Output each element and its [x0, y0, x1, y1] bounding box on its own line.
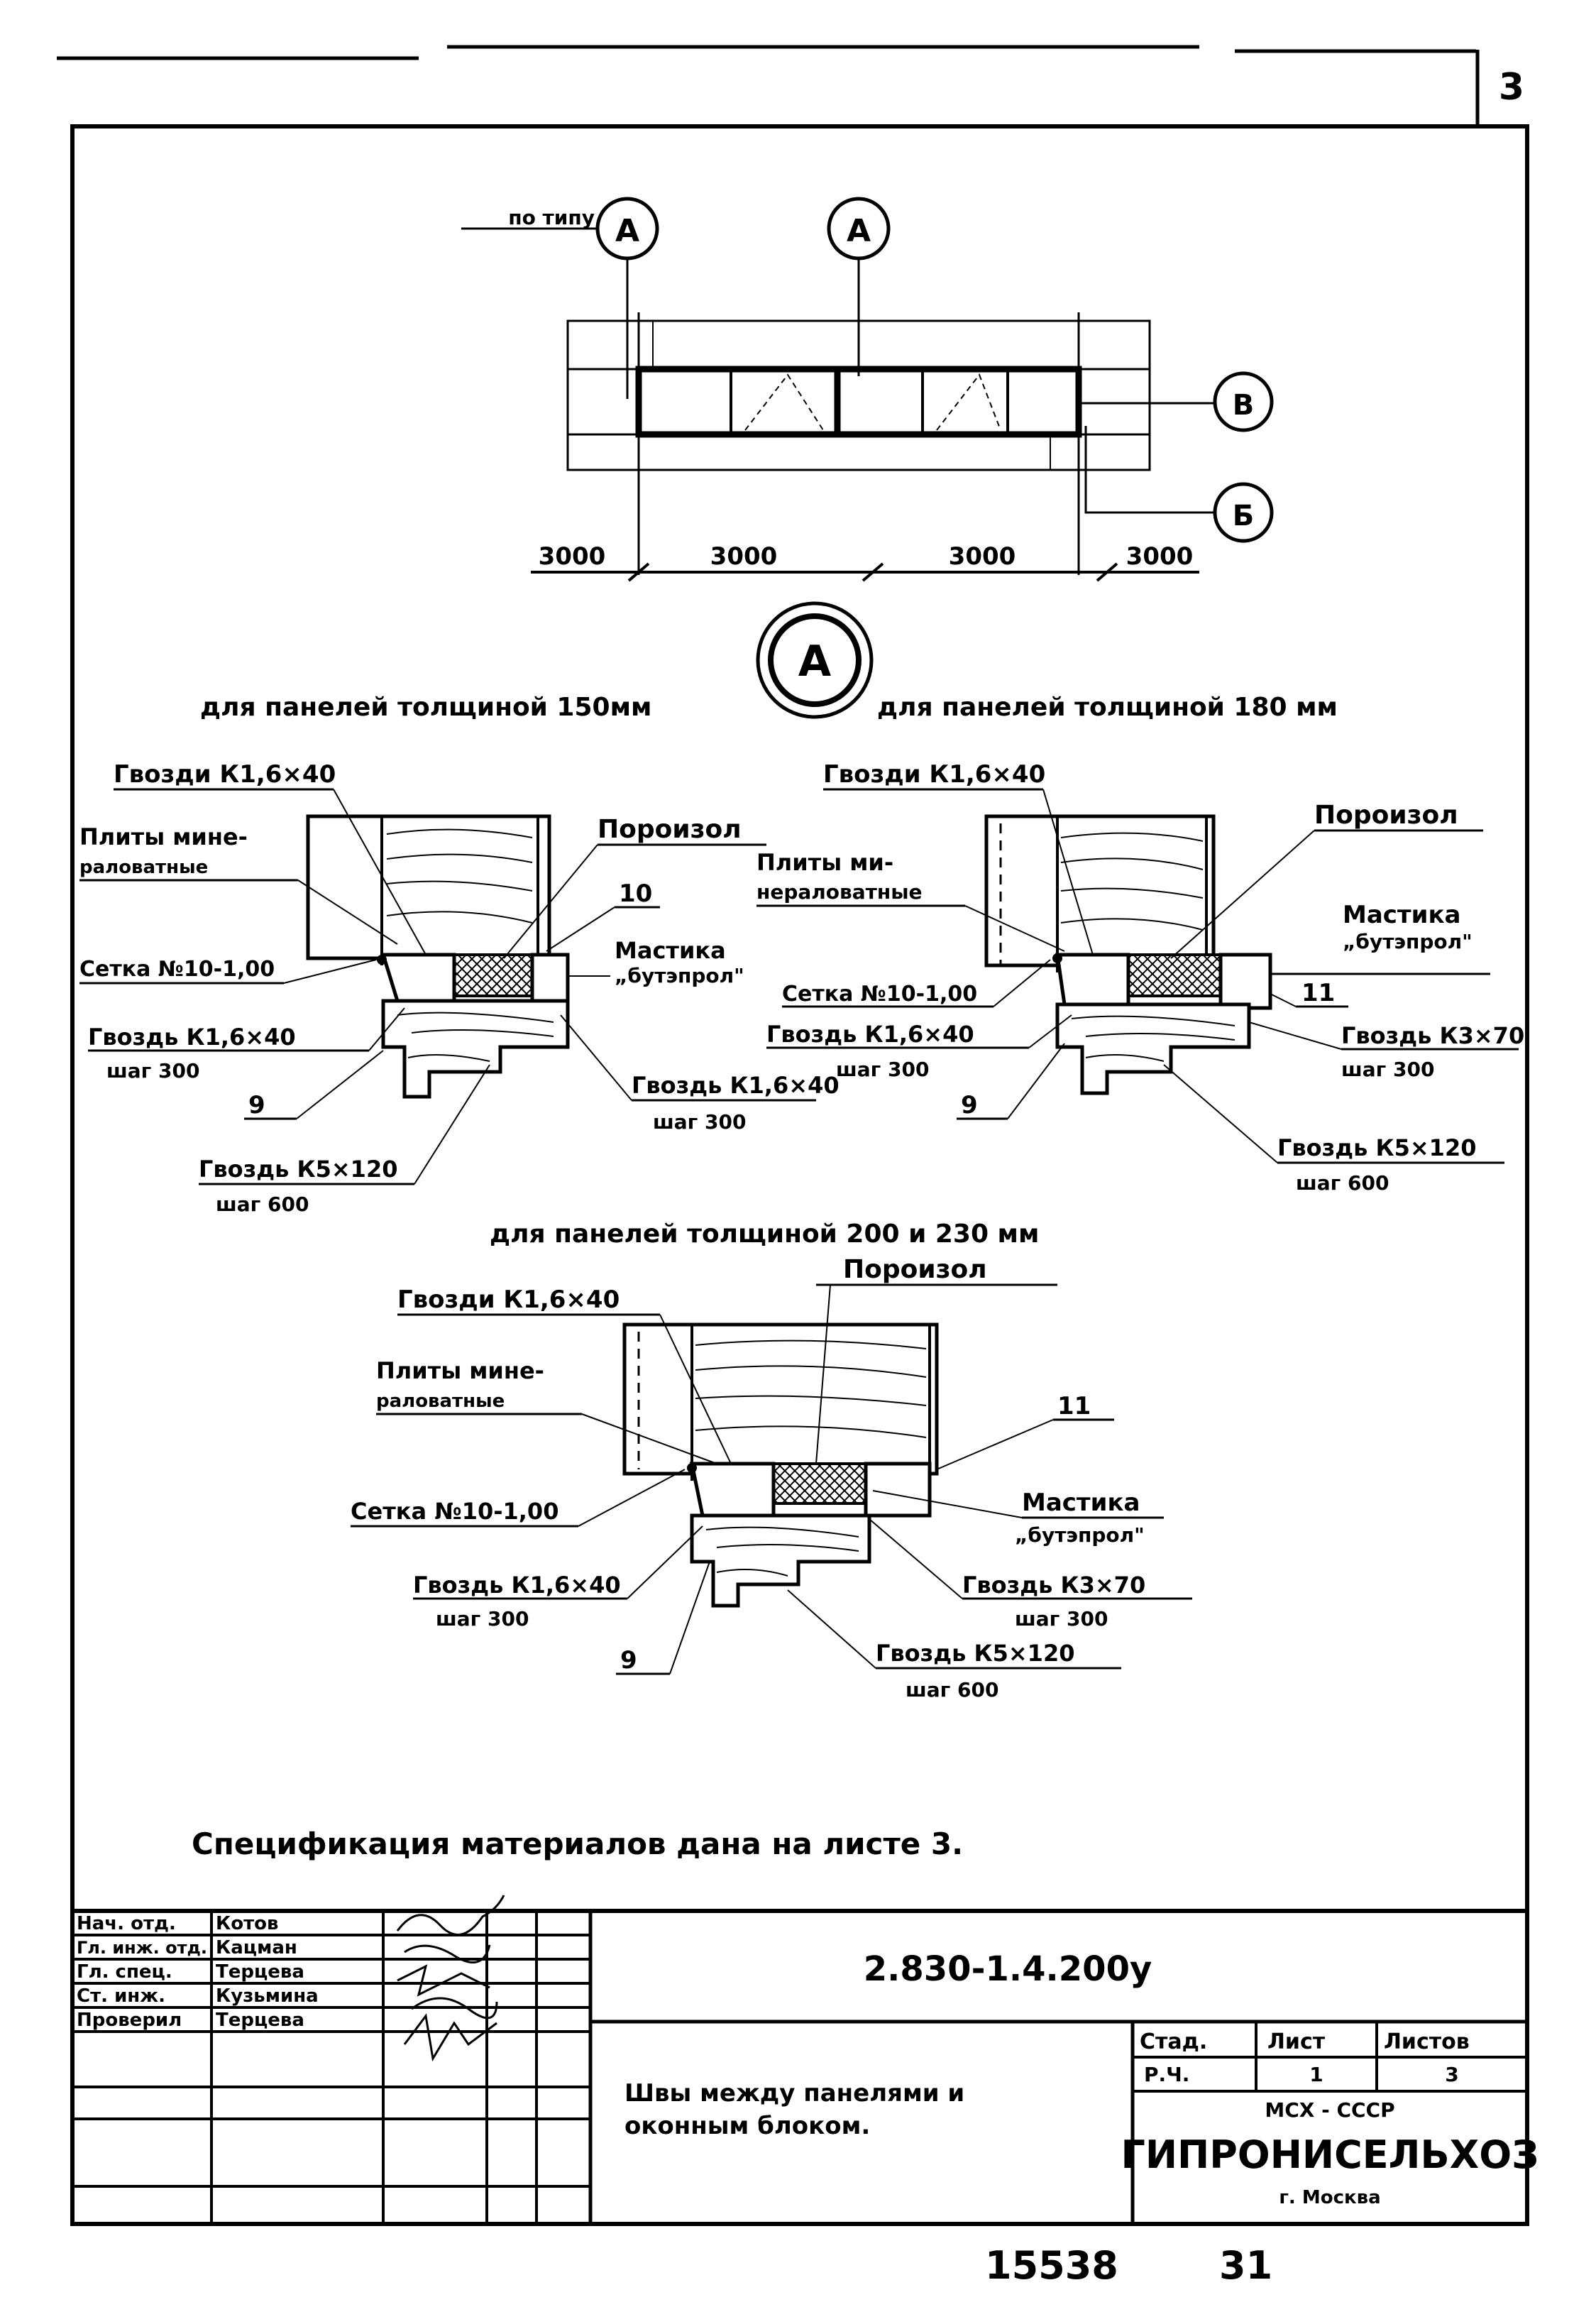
- plan-callout-a-1: А: [615, 213, 639, 249]
- staff-role-4: Ст. инж.: [77, 1985, 165, 2007]
- detail-left-labels: Гвозди К1,6×40 Плиты мине- раловатные По…: [79, 760, 840, 1216]
- dl-nails-top: Гвозди К1,6×40: [114, 760, 336, 789]
- dr-marker-bottom: 9: [961, 1091, 978, 1119]
- dl-nail-right-1: Гвоздь К1,6×40: [632, 1072, 840, 1099]
- staff-role-5: Проверил: [77, 2010, 182, 2031]
- db-nail-bottom-2: шаг 600: [906, 1678, 998, 1702]
- dl-nail-bottom-2: шаг 600: [216, 1193, 309, 1216]
- plan-callout-b: Б: [1233, 500, 1255, 532]
- db-nail-left-1: Гвоздь К1,6×40: [413, 1572, 621, 1599]
- detail-marker: А: [756, 601, 874, 719]
- db-nail-bottom-1: Гвоздь К5×120: [876, 1640, 1074, 1667]
- dr-nail-left-2: шаг 300: [836, 1058, 929, 1081]
- dr-mastic-1: Мастика: [1343, 901, 1460, 929]
- dl-mastic-2: „бутэпрол": [615, 964, 744, 987]
- db-nail-right-2: шаг 300: [1015, 1607, 1108, 1631]
- db-nails-top: Гвозди К1,6×40: [397, 1286, 620, 1314]
- section-header-right: для панелей толщиной 180 мм: [877, 693, 1338, 722]
- db-poroizol: Пороизол: [843, 1255, 987, 1284]
- dr-mesh: Сетка №10-1,00: [782, 982, 977, 1007]
- detail-left: [306, 814, 570, 1099]
- dl-nail-left-2: шаг 300: [106, 1059, 199, 1083]
- staff-role-2: Гл. инж. отд.: [77, 1938, 207, 1958]
- dr-nail-bottom-2: шаг 600: [1296, 1171, 1389, 1195]
- sheet-number: 3: [1499, 66, 1524, 109]
- dr-nail-right-2: шаг 300: [1341, 1058, 1434, 1081]
- drawing-frame: [70, 124, 1529, 2226]
- document-title-1: Швы между панелями и: [624, 2079, 964, 2108]
- stage-value: Р.Ч.: [1144, 2063, 1189, 2086]
- dr-nail-left-1: Гвоздь К1,6×40: [766, 1021, 974, 1048]
- dl-wool-2: раловатные: [79, 857, 208, 878]
- dl-wool-1: Плиты мине-: [79, 823, 248, 850]
- detail-right: [984, 814, 1272, 1095]
- db-nail-right-1: Гвоздь К3×70: [962, 1572, 1145, 1599]
- signatures: [396, 1895, 505, 2062]
- db-nail-left-2: шаг 300: [436, 1607, 529, 1631]
- db-wool-2: раловатные: [376, 1391, 505, 1412]
- stage-header: Стад.: [1140, 2029, 1207, 2054]
- staff-role-1: Нач. отд.: [77, 1913, 176, 1934]
- dl-mesh: Сетка №10-1,00: [79, 957, 275, 982]
- dr-wool-1: Плиты ми-: [756, 849, 893, 876]
- dl-marker-top: 10: [619, 879, 652, 908]
- staff-name-5: Терцева: [216, 2010, 304, 2031]
- sheets-value: 3: [1445, 2063, 1458, 2086]
- dl-mastic-1: Мастика: [615, 937, 726, 964]
- db-mastic-2: „бутэпрол": [1015, 1523, 1145, 1547]
- dl-poroizol: Пороизол: [598, 815, 742, 844]
- city: г. Москва: [1279, 2187, 1380, 2208]
- detail-bottom-labels: Пороизол Гвозди К1,6×40 Плиты мине- рало…: [351, 1255, 1192, 1702]
- section-header-left: для панелей толщиной 150мм: [200, 693, 651, 722]
- dl-marker-bottom: 9: [248, 1091, 265, 1119]
- db-marker-right: 11: [1057, 1392, 1091, 1420]
- plan-view: по типу А А В Б: [461, 197, 1274, 582]
- top-edge-lines: [57, 45, 1476, 60]
- staff-name-1: Котов: [216, 1913, 279, 1934]
- sheet-value: 1: [1309, 2063, 1323, 2086]
- plan-callout-a-2: А: [847, 213, 871, 249]
- plan-callout-left-label: по типу: [508, 206, 595, 229]
- dr-nail-bottom-1: Гвоздь К5×120: [1277, 1134, 1476, 1161]
- staff-name-2: Кацман: [216, 1937, 297, 1958]
- dr-nails-top: Гвозди К1,6×40: [823, 760, 1045, 789]
- ministry: МСХ - СССР: [1265, 2098, 1394, 2122]
- title-block: [72, 1909, 1527, 2224]
- specification-note: Спецификация материалов дана на листе 3.: [192, 1826, 963, 1861]
- detail-right-labels: Гвозди К1,6×40 Пороизол Плиты ми- нерало…: [756, 760, 1524, 1195]
- plan-dimension-1: 3000: [539, 542, 606, 571]
- dr-poroizol: Пороизол: [1314, 801, 1458, 830]
- dl-nail-bottom-1: Гвоздь К5×120: [199, 1156, 397, 1183]
- staff-name-3: Терцева: [216, 1961, 304, 1983]
- plan-dimension-4: 3000: [1126, 542, 1194, 571]
- document-title-2: оконным блоком.: [624, 2112, 870, 2140]
- dl-nail-right-2: шаг 300: [653, 1110, 746, 1134]
- db-mesh: Сетка №10-1,00: [351, 1498, 558, 1525]
- detail-bottom: [622, 1322, 939, 1608]
- plan-dimension-2: 3000: [710, 542, 778, 571]
- inventory-number: 15538: [985, 2243, 1118, 2288]
- page-number: 31: [1219, 2243, 1272, 2288]
- sheets-header: Листов: [1384, 2029, 1470, 2054]
- document-code: 2.830-1.4.200у: [864, 1949, 1152, 1989]
- dr-mastic-2: „бутэпрол": [1343, 930, 1473, 953]
- organization: ГИПРОНИСЕЛЬХОЗ: [1121, 2132, 1539, 2177]
- detail-marker-label: А: [798, 637, 832, 686]
- plan-callout-v: В: [1233, 389, 1255, 422]
- sheet-header: Лист: [1267, 2029, 1326, 2054]
- dr-marker-right: 11: [1301, 979, 1335, 1007]
- section-header-bottom: для панелей толщиной 200 и 230 мм: [490, 1220, 1039, 1249]
- staff-role-3: Гл. спец.: [77, 1961, 172, 1983]
- db-marker-bottom: 9: [620, 1646, 637, 1675]
- staff-name-4: Кузьмина: [216, 1985, 319, 2007]
- dr-nail-right-1: Гвоздь К3×70: [1341, 1022, 1524, 1049]
- plan-dimension-3: 3000: [949, 542, 1016, 571]
- db-mastic-1: Мастика: [1022, 1489, 1140, 1517]
- dr-wool-2: нераловатные: [756, 880, 923, 904]
- db-wool-1: Плиты мине-: [376, 1357, 544, 1384]
- dl-nail-left-1: Гвоздь К1,6×40: [88, 1024, 296, 1051]
